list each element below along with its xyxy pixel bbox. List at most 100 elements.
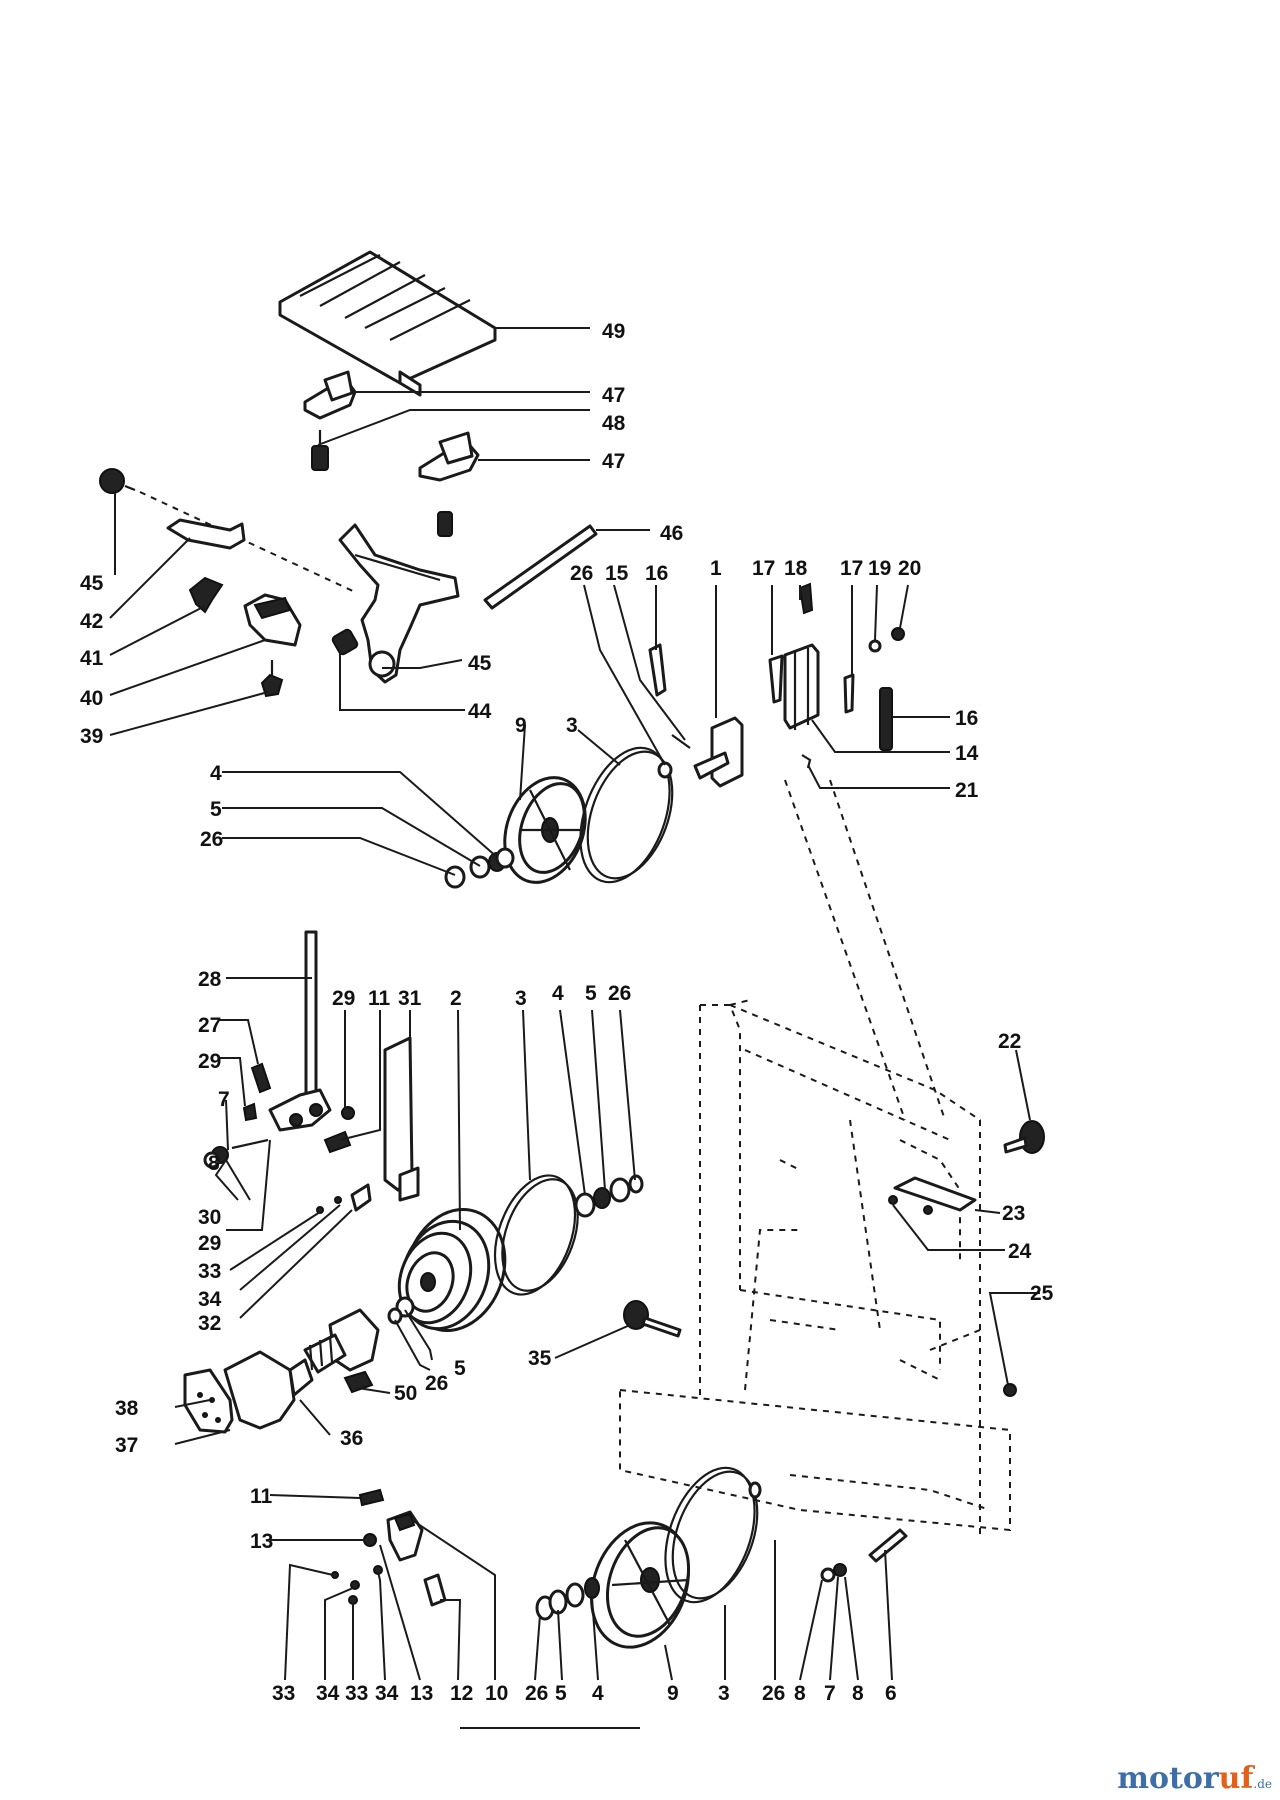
callout-31: 31 (398, 987, 422, 1010)
callout-13: 13 (410, 1682, 433, 1705)
callout-34: 34 (375, 1682, 399, 1705)
callout-50: 50 (394, 1382, 417, 1405)
callout-26: 26 (425, 1372, 448, 1395)
callout-32: 32 (198, 1312, 221, 1335)
screw-20 (891, 627, 905, 641)
callout-17: 17 (840, 557, 863, 580)
callout-22: 22 (998, 1030, 1021, 1053)
callout-34: 34 (316, 1682, 340, 1705)
callout-49: 49 (602, 320, 625, 343)
screw-13 (363, 1533, 377, 1547)
callout-36: 36 (340, 1427, 363, 1450)
callout-39: 39 (80, 725, 103, 748)
brand-watermark: motoruf.de (1117, 1761, 1272, 1796)
callout-3: 3 (515, 987, 527, 1010)
callout-34: 34 (198, 1288, 222, 1311)
brand-name-part-b: uf (1218, 1761, 1254, 1796)
callout-48: 48 (602, 412, 626, 435)
callout-44: 44 (468, 700, 492, 723)
callout-8: 8 (794, 1682, 806, 1705)
washer-19 (868, 639, 882, 653)
callout-6: 6 (885, 1682, 897, 1705)
callout-23: 23 (1002, 1202, 1025, 1225)
screw-29 (242, 1102, 355, 1122)
callout-42: 42 (80, 610, 103, 633)
callout-19: 19 (868, 557, 891, 580)
blade-guard-31 (383, 1036, 420, 1202)
callout-5: 5 (555, 1682, 567, 1705)
callout-46: 46 (660, 522, 683, 545)
callout-14: 14 (955, 742, 979, 765)
bracket-1 (693, 716, 744, 788)
callout-5: 5 (210, 798, 222, 821)
screw-39 (260, 660, 284, 698)
plate-14 (783, 643, 820, 730)
callout-29: 29 (332, 987, 355, 1010)
lower-tyre-3 (664, 1466, 759, 1604)
callout-26: 26 (200, 828, 223, 851)
callout-9: 9 (667, 1682, 679, 1705)
knob-35 (623, 1300, 682, 1338)
bracket-23 (893, 1176, 977, 1212)
guide-40 (243, 593, 302, 647)
callout-28: 28 (198, 968, 222, 991)
brand-name-part-a: motor (1117, 1761, 1219, 1796)
callout-38: 38 (115, 1397, 139, 1420)
knob-22 (1003, 1120, 1045, 1154)
callout-33: 33 (272, 1682, 295, 1705)
callout-4: 4 (592, 1682, 604, 1705)
small-parts-32-33-34 (316, 1183, 372, 1214)
callout-33: 33 (198, 1260, 221, 1283)
spring-44 (331, 628, 359, 656)
callout-5: 5 (585, 982, 597, 1005)
callout-16: 16 (955, 707, 978, 730)
upper-wheel-9 (503, 776, 587, 884)
pin-15 (671, 734, 691, 749)
callout-7: 7 (824, 1682, 836, 1705)
guide-11-lower (358, 1488, 385, 1507)
callout-30: 30 (198, 1206, 221, 1229)
screws-24 (888, 1195, 933, 1215)
brand-suffix: .de (1253, 1777, 1272, 1791)
callout-15: 15 (605, 562, 629, 585)
callout-27: 27 (198, 1014, 221, 1037)
small-parts-33-34-lower (331, 1565, 383, 1605)
callout-labels: 49 47 48 47 46 45 42 41 40 39 45 44 26 1… (80, 320, 1054, 1705)
key-50 (343, 1370, 374, 1394)
nut-7 (203, 1146, 229, 1169)
callout-26: 26 (570, 562, 593, 585)
callout-10: 10 (485, 1682, 508, 1705)
callout-2: 2 (450, 987, 462, 1010)
callout-3: 3 (718, 1682, 730, 1705)
callout-26: 26 (525, 1682, 548, 1705)
callout-4: 4 (552, 982, 564, 1005)
callout-5: 5 (454, 1357, 466, 1380)
callout-29: 29 (198, 1232, 221, 1255)
callout-26: 26 (762, 1682, 785, 1705)
guide-11-upper (323, 1130, 352, 1154)
nuts-7-8-lower (820, 1563, 847, 1583)
machine-frame-outline (619, 779, 1011, 1540)
callout-13: 13 (250, 1530, 273, 1553)
callout-45: 45 (468, 652, 492, 675)
guide-block-27 (250, 1062, 272, 1094)
callout-41: 41 (80, 647, 104, 670)
callout-16: 16 (645, 562, 668, 585)
callout-17: 17 (752, 557, 775, 580)
screw-47-lower (437, 511, 453, 537)
callout-26: 26 (608, 982, 631, 1005)
callout-47: 47 (602, 450, 625, 473)
callout-21: 21 (955, 779, 979, 802)
callout-12: 12 (450, 1682, 473, 1705)
callout-8: 8 (852, 1682, 864, 1705)
callout-45: 45 (80, 572, 104, 595)
screw-18 (798, 582, 814, 615)
guide-bracket-30 (268, 1088, 332, 1132)
bolt-8 (231, 1138, 269, 1150)
knob-45 (99, 468, 356, 593)
callout-37: 37 (115, 1434, 138, 1457)
clamp-41 (188, 576, 224, 614)
leader-lines (109, 327, 1040, 1729)
screw-17b (843, 673, 855, 714)
